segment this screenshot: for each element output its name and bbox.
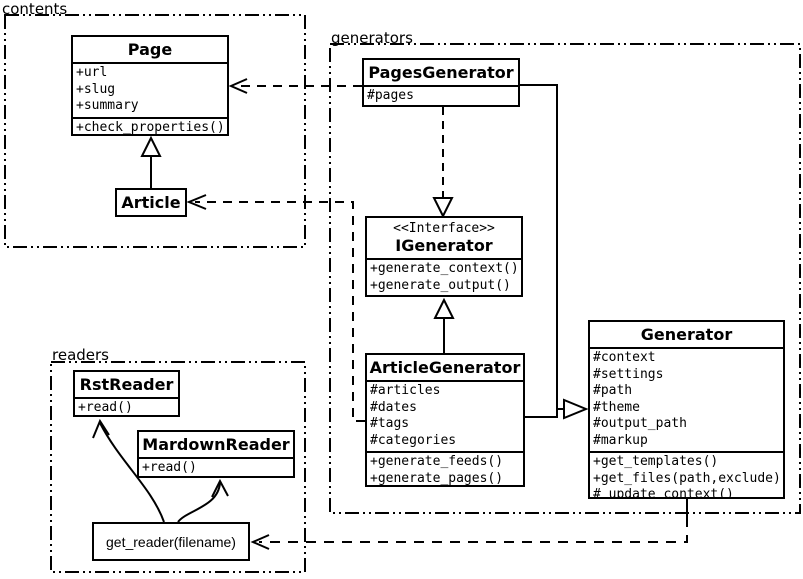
package-frame-contents [4, 14, 306, 248]
class-title: PagesGenerator [368, 63, 514, 82]
method-row: +check_properties() [76, 119, 225, 135]
open-arrowhead-icon [228, 78, 248, 94]
package-frame-readers [50, 361, 306, 573]
node-get-reader: get_reader(filename) [92, 522, 250, 561]
attribute-row: #categories [370, 432, 457, 448]
class-box-markdownreader: MardownReader +read() [137, 430, 295, 478]
package-label-contents: contents [2, 0, 68, 18]
class-box-page: Page +url +slug +summary +check_properti… [71, 35, 229, 136]
hollow-triangle-icon [432, 197, 454, 219]
class-title: Page [127, 40, 173, 59]
class-name: IGenerator [395, 236, 493, 255]
arrow-getreader-to-markdownreader [177, 478, 229, 523]
class-box-rstreader: RstReader +read() [73, 370, 180, 417]
methods-compartment: +read() [75, 397, 178, 415]
method-row: +get_files(path,exclude) [593, 470, 781, 486]
open-arrowhead-icon [92, 418, 110, 439]
method-row: +generate_output() [370, 277, 511, 293]
attribute-row: #path [593, 383, 633, 398]
attribute-row: #dates [370, 399, 417, 415]
attribute-row: #settings [593, 366, 664, 382]
method-row: +get_templates() [593, 454, 719, 469]
dependency-arrow-articlegenerator-to-article [186, 194, 365, 422]
class-title: RstReader [79, 375, 174, 394]
package-label-readers: readers [52, 346, 109, 364]
class-box-article: Article [115, 188, 187, 217]
realization-arrow-pagesgenerator-to-igenerator [432, 107, 454, 219]
attribute-row: +url [76, 65, 108, 80]
attribute-row: #output_path [593, 416, 687, 431]
inheritance-arrow-articlegenerator-to-igenerator [433, 297, 455, 353]
attributes-compartment: +url +slug +summary [73, 62, 227, 117]
attribute-row: #context [593, 350, 656, 365]
inheritance-arrow-to-generator [519, 84, 589, 420]
class-title: Generator [640, 325, 733, 344]
attributes-compartment: #context #settings #path #theme #output_… [590, 347, 783, 451]
methods-compartment: +read() [139, 457, 293, 476]
open-arrowhead-icon [250, 534, 270, 550]
attributes-compartment: #articles #dates #tags #categories [367, 380, 523, 451]
class-box-igenerator: <<Interface>> IGenerator +generate_conte… [365, 216, 523, 297]
stereotype-label: <<Interface>> [393, 221, 495, 236]
attribute-row: #theme [593, 399, 640, 415]
attributes-compartment: #pages [364, 85, 518, 105]
methods-compartment: +generate_feeds() +generate_pages() [367, 451, 523, 485]
inheritance-arrow-article-to-page [140, 135, 162, 188]
package-label-generators: generators [331, 29, 413, 47]
class-box-generator: Generator #context #settings #path #them… [588, 320, 785, 499]
attribute-row: #markup [593, 432, 648, 448]
methods-compartment: +generate_context() +generate_output() [367, 258, 521, 295]
hollow-triangle-icon [140, 135, 162, 157]
methods-compartment: +check_properties() [73, 116, 227, 135]
attribute-row: #pages [367, 88, 414, 103]
attribute-row: +slug [76, 81, 116, 97]
open-arrowhead-icon [186, 194, 207, 210]
hollow-triangle-icon [563, 398, 589, 420]
method-row: +generate_pages() [370, 470, 504, 486]
attribute-row: #tags [370, 416, 410, 431]
hollow-triangle-icon [433, 297, 455, 319]
class-title: <<Interface>> IGenerator [367, 218, 521, 258]
class-box-articlegenerator: ArticleGenerator #articles #dates #tags … [365, 353, 525, 487]
method-row: +generate_feeds() [370, 454, 504, 469]
attribute-row: #articles [370, 383, 441, 398]
method-row: +generate_context() [370, 261, 519, 276]
method-row: +read() [142, 460, 197, 475]
package-frame-generators [329, 43, 801, 514]
open-arrowhead-icon [211, 478, 229, 498]
class-title: Article [121, 193, 181, 212]
class-title: MardownReader [142, 435, 290, 454]
class-box-pagesgenerator: PagesGenerator #pages [362, 58, 520, 107]
methods-compartment: +get_templates() +get_files(path,exclude… [590, 451, 783, 497]
class-title: ArticleGenerator [369, 358, 521, 377]
dependency-arrow-generator-to-getreader [250, 499, 688, 550]
dependency-arrow-pagesgenerator-to-page [228, 78, 362, 94]
attribute-row: +summary [76, 98, 139, 113]
arrow-getreader-to-rstreader [92, 418, 165, 523]
method-row: #_update_context() [593, 487, 734, 497]
method-row: +read() [78, 400, 133, 415]
